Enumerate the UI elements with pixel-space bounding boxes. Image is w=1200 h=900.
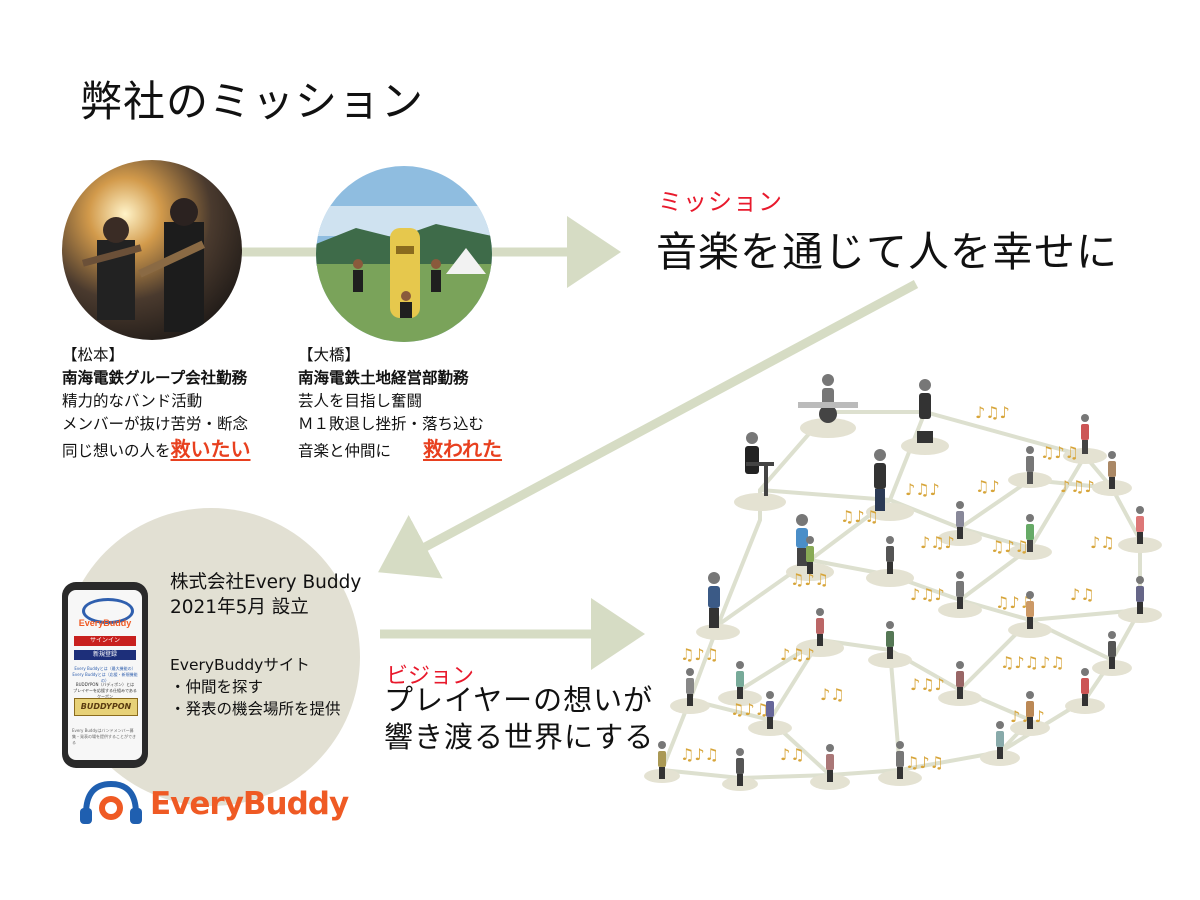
svg-text:♫♪: ♫♪ xyxy=(975,477,1000,496)
people-figures xyxy=(658,374,1144,786)
vision-text: プレイヤーの想いが 響き渡る世界にする xyxy=(384,682,654,756)
svg-text:♪♫: ♪♫ xyxy=(1090,533,1115,552)
phone-small-text-3: BUDDYPON（バディポン）とは xyxy=(75,682,135,687)
svg-text:♪♫♪: ♪♫♪ xyxy=(975,403,1010,422)
ohashi-festival-photo xyxy=(316,166,492,342)
matsumoto-profile: 【松本】 南海電鉄グループ会社勤務 精力的なバンド活動 メンバーが抜け苦労・断念… xyxy=(62,344,251,463)
ohashi-company: 南海電鉄土地経営部勤務 xyxy=(298,369,469,387)
phone-small-text-6: 集・発表の場を提供することができる xyxy=(72,734,136,745)
matsumoto-emphasis: 救いたい xyxy=(170,437,251,461)
phone-buddypon-banner[interactable]: BUDDYPON xyxy=(74,698,138,716)
company-name: 株式会社Every Buddy xyxy=(170,572,362,593)
svg-text:♫♪♫: ♫♪♫ xyxy=(680,745,719,764)
svg-text:♫♪♫: ♫♪♫ xyxy=(1040,443,1079,462)
logo-headphones-icon xyxy=(80,780,142,824)
ohashi-line3: 音楽と仲間に xyxy=(298,442,392,460)
svg-text:♪♫: ♪♫ xyxy=(1070,585,1095,604)
phone-brand: EveryBuddy xyxy=(78,618,132,628)
vision-line2: 響き渡る世界にする xyxy=(384,720,655,754)
phone-small-text-4: プレイヤーを応援する仕組みであるクーポン xyxy=(73,688,137,699)
matsumoto-company: 南海電鉄グループ会社勤務 xyxy=(62,369,248,387)
diagonal-arrow xyxy=(378,280,919,579)
svg-text:♪♫♪: ♪♫♪ xyxy=(920,533,955,552)
svg-text:♪♫♪: ♪♫♪ xyxy=(780,645,815,664)
svg-text:♫♪♫: ♫♪♫ xyxy=(905,753,944,772)
matsumoto-line1: 精力的なバンド活動 xyxy=(62,392,203,410)
music-notes: ♪♫♪ ♫♪♫ ♪♫♪ ♫♪ ♪♫♪ ♫♪♫ ♪♫♪ ♫♪♫ ♪♫ ♫♪♫ ♪♫… xyxy=(680,403,1115,772)
vision-line1: プレイヤーの想いが xyxy=(384,683,654,717)
headphones-icon xyxy=(82,598,134,624)
svg-text:♫♪♫: ♫♪♫ xyxy=(995,593,1034,612)
svg-text:♪♫♪: ♪♫♪ xyxy=(910,585,945,604)
phone-small-text-2: Every Buddyとは（応援・新規機能の） xyxy=(72,672,138,683)
svg-text:♪♫♪: ♪♫♪ xyxy=(905,480,940,499)
matsumoto-line3: 同じ想いの人を xyxy=(62,442,171,460)
matsumoto-tag: 【松本】 xyxy=(62,346,125,364)
phone-signin-button[interactable]: サインイン xyxy=(74,636,136,646)
svg-text:♫♪♫: ♫♪♫ xyxy=(840,507,879,526)
phone-small-text-1: Every Buddyとは（最大機能の） xyxy=(74,666,136,671)
company-founded: 2021年5月 設立 xyxy=(170,597,309,618)
company-info: 株式会社Every Buddy 2021年5月 設立 xyxy=(170,570,361,620)
ohashi-profile: 【大橋】 南海電鉄土地経営部勤務 芸人を目指し奮闘 Ｍ１敗退し挫折・落ち込む 音… xyxy=(298,344,502,463)
svg-text:♫♪♫: ♫♪♫ xyxy=(990,537,1029,556)
svg-text:♪♫: ♪♫ xyxy=(780,745,805,764)
site-title: EveryBuddyサイト xyxy=(170,656,310,674)
svg-text:♫♪♫: ♫♪♫ xyxy=(730,700,769,719)
svg-text:♪♫: ♪♫ xyxy=(1040,653,1065,672)
ohashi-tag: 【大橋】 xyxy=(298,346,361,364)
player-network xyxy=(659,410,1142,781)
logo-text: EveryBuddy xyxy=(150,786,349,822)
svg-text:♫♪♫: ♫♪♫ xyxy=(790,570,829,589)
site-item-venues: ・発表の機会場所を提供 xyxy=(170,700,341,718)
everybuddy-logo: EveryBuddy xyxy=(76,778,349,830)
phone-register-button[interactable]: 新規登録 xyxy=(74,650,136,660)
ohashi-emphasis: 救われた xyxy=(423,437,503,461)
mission-text: 音楽を通じて人を幸せに xyxy=(656,228,1118,276)
svg-text:♫♪♫: ♫♪♫ xyxy=(680,645,719,664)
network-nodes xyxy=(644,418,1162,791)
ohashi-line2: Ｍ１敗退し挫折・落ち込む xyxy=(298,415,485,433)
svg-text:♪♫♪: ♪♫♪ xyxy=(1060,477,1095,496)
site-info: EveryBuddyサイト ・仲間を探す ・発表の機会場所を提供 xyxy=(170,654,341,720)
phone-screen: EveryBuddy サインイン 新規登録 Every Buddyとは（最大機能… xyxy=(68,590,142,760)
svg-text:♪♫♪: ♪♫♪ xyxy=(910,675,945,694)
smartphone-mockup: EveryBuddy サインイン 新規登録 Every Buddyとは（最大機能… xyxy=(62,582,148,768)
matsumoto-line2: メンバーが抜け苦労・断念 xyxy=(62,415,249,433)
phone-small-text-5: Every Buddyはバンドメンバー募 xyxy=(72,728,134,733)
ohashi-line1: 芸人を目指し奮闘 xyxy=(298,392,423,410)
svg-text:♪♫: ♪♫ xyxy=(820,685,845,704)
page-title: 弊社のミッション xyxy=(80,77,425,126)
site-item-find-buddies: ・仲間を探す xyxy=(170,678,264,696)
vision-label: ビジョン xyxy=(386,664,475,689)
matsumoto-band-photo xyxy=(62,160,242,340)
mission-label: ミッション xyxy=(658,188,783,216)
svg-text:♫♪♫: ♫♪♫ xyxy=(1000,653,1039,672)
